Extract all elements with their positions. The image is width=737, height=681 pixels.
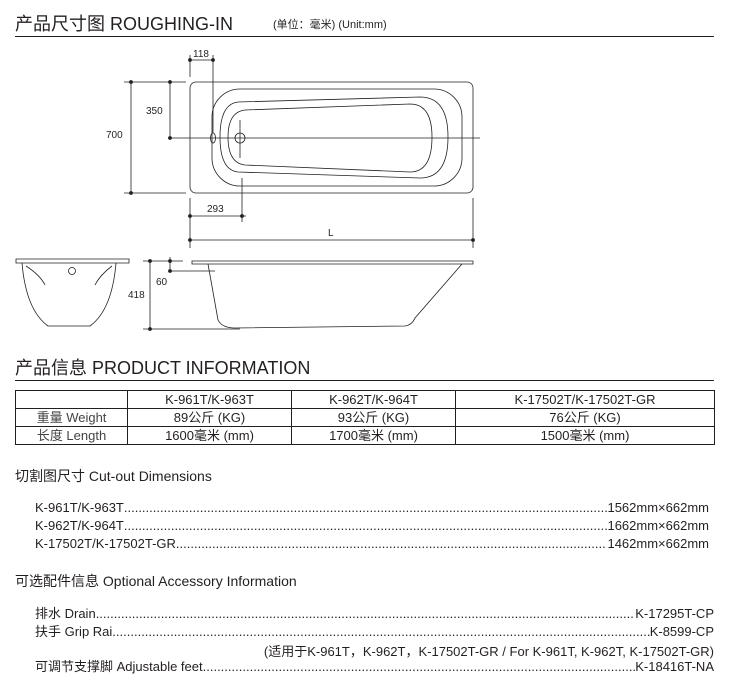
accessory-code: K-18416T-NA bbox=[635, 659, 714, 674]
tub-side-view bbox=[191, 260, 474, 329]
dim-418: 418 bbox=[128, 290, 145, 301]
cutout-model: K-961T/K-963T bbox=[35, 500, 124, 515]
row-label: 长度 Length bbox=[15, 426, 128, 445]
product-info-title: 产品信息 PRODUCT INFORMATION bbox=[15, 358, 311, 378]
accessory-code: K-17295T-CP bbox=[635, 606, 714, 621]
roughing-in-drawing: 700 350 118 293 L 418 60 bbox=[15, 49, 480, 331]
accessory-name: 扶手 Grip Rai bbox=[35, 624, 113, 639]
table-cell: 1600毫米 (mm) bbox=[127, 426, 292, 445]
accessory-note: (适用于K-961T，K-962T，K-17502T-GR / For K-96… bbox=[263, 644, 714, 659]
table-cell: 1700毫米 (mm) bbox=[291, 426, 456, 445]
roughing-in-title: 产品尺寸图 ROUGHING-IN bbox=[15, 14, 233, 34]
dim-350: 350 bbox=[146, 106, 163, 117]
divider bbox=[15, 36, 714, 37]
cutout-item: K-17502T/K-17502T-GR 1462mm×662mm bbox=[35, 536, 709, 552]
tub-basin-inner bbox=[227, 103, 433, 173]
accessory-name: 可调节支撑脚 Adjustable feet bbox=[35, 659, 203, 674]
dim-60: 60 bbox=[156, 277, 168, 288]
cutout-title: 切割图尺寸 Cut-out Dimensions bbox=[15, 468, 212, 484]
dim-length: L bbox=[328, 228, 334, 239]
table-row: 重量 Weight 89公斤 (KG) 93公斤 (KG) 76公斤 (KG) bbox=[15, 408, 715, 427]
accessory-item: 扶手 Grip Rai K-8599-CP bbox=[35, 624, 714, 640]
cutout-size: 1462mm×662mm bbox=[607, 536, 709, 551]
cutout-model: K-962T/K-964T bbox=[35, 518, 124, 533]
table-header: K-962T/K-964T bbox=[291, 390, 456, 409]
table-row: 长度 Length 1600毫米 (mm) 1700毫米 (mm) 1500毫米… bbox=[15, 426, 715, 445]
row-label: 重量 Weight bbox=[15, 408, 128, 427]
accessory-item: 可调节支撑脚 Adjustable feet K-18416T-NA bbox=[35, 659, 714, 675]
cutout-item: K-961T/K-963T 1562mm×662mm bbox=[35, 500, 709, 516]
accessory-name: 排水 Drain bbox=[35, 606, 96, 621]
table-cell: 76公斤 (KG) bbox=[455, 408, 715, 427]
dim-700: 700 bbox=[106, 130, 123, 141]
table-header bbox=[15, 390, 128, 409]
tub-basin bbox=[219, 96, 449, 179]
cutout-model: K-17502T/K-17502T-GR bbox=[35, 536, 176, 551]
accessory-title: 可选配件信息 Optional Accessory Information bbox=[15, 573, 297, 589]
tub-rim-inner bbox=[211, 88, 463, 187]
cutout-size: 1662mm×662mm bbox=[607, 518, 709, 533]
tub-end-view bbox=[15, 258, 130, 327]
cutout-item: K-962T/K-964T 1662mm×662mm bbox=[35, 518, 709, 534]
table-cell: 1500毫米 (mm) bbox=[455, 426, 715, 445]
cutout-size: 1562mm×662mm bbox=[607, 500, 709, 515]
table-cell: 89公斤 (KG) bbox=[127, 408, 292, 427]
accessory-code: K-8599-CP bbox=[649, 624, 714, 639]
dim-118: 118 bbox=[193, 49, 209, 60]
table-header: K-961T/K-963T bbox=[127, 390, 292, 409]
tub-top-outline bbox=[189, 81, 474, 194]
dim-293: 293 bbox=[207, 204, 224, 215]
table-header: K-17502T/K-17502T-GR bbox=[455, 390, 715, 409]
product-info-table: K-961T/K-963T K-962T/K-964T K-17502T/K-1… bbox=[15, 390, 715, 445]
accessory-item: 排水 Drain K-17295T-CP bbox=[35, 606, 714, 622]
table-header-row: K-961T/K-963T K-962T/K-964T K-17502T/K-1… bbox=[15, 390, 715, 409]
unit-note: (单位：毫米) (Unit:mm) bbox=[273, 19, 387, 31]
divider bbox=[15, 380, 714, 381]
table-cell: 93公斤 (KG) bbox=[291, 408, 456, 427]
roughing-in-heading: 产品尺寸图 ROUGHING-IN (单位：毫米) (Unit:mm) bbox=[15, 10, 387, 36]
